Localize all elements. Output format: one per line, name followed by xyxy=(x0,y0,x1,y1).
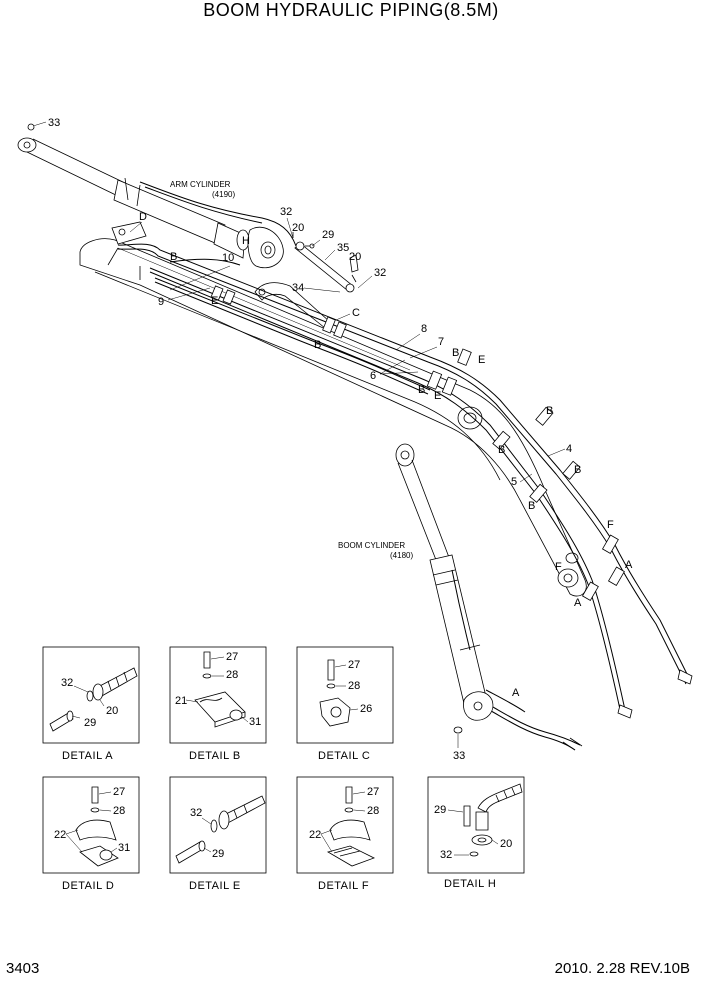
callout-20b: 20 xyxy=(349,251,361,263)
ref-B7: B xyxy=(574,464,581,476)
detail-d-part-22: 22 xyxy=(54,829,66,841)
detail-d-part-31: 31 xyxy=(118,842,130,854)
ref-E2: E xyxy=(478,354,485,366)
detail-a-part-20: 20 xyxy=(106,705,118,717)
arm-cylinder xyxy=(17,137,359,293)
callout-32b: 32 xyxy=(374,267,386,279)
detail-c-caption: DETAIL C xyxy=(318,750,370,762)
ref-E3: E xyxy=(434,390,441,402)
page-number: 3403 xyxy=(6,960,40,977)
ref-C: C xyxy=(352,307,360,319)
detail-a-part-32: 32 xyxy=(61,677,73,689)
detail-h-part-20: 20 xyxy=(500,838,512,850)
callout-7: 7 xyxy=(438,336,444,348)
page-title: BOOM HYDRAULIC PIPING(8.5M) xyxy=(203,0,499,20)
detail-e: 32 29 DETAIL E xyxy=(169,776,267,892)
ref-A2: A xyxy=(574,597,582,609)
ref-F1: F xyxy=(607,519,614,531)
detail-e-part-32: 32 xyxy=(190,807,202,819)
callout-35: 35 xyxy=(337,242,349,254)
callout-5: 5 xyxy=(511,476,517,488)
ref-B5: B xyxy=(546,405,553,417)
detail-b: 27 28 21 31 DETAIL B xyxy=(169,646,267,762)
callout-10: 10 xyxy=(222,252,234,264)
ref-F2: F xyxy=(555,561,562,573)
callout-34: 34 xyxy=(292,282,304,294)
detail-h-caption: DETAIL H xyxy=(444,878,496,890)
callout-29: 29 xyxy=(322,229,334,241)
boom-cylinder-label: BOOM CYLINDER xyxy=(338,541,405,550)
detail-reference-letters: D H B E C B B E B E B B B B F F A A A xyxy=(129,211,633,699)
detail-e-caption: DETAIL E xyxy=(189,880,241,892)
detail-c-part-28: 28 xyxy=(348,680,360,692)
detail-c-part-27: 27 xyxy=(348,659,360,671)
clamps xyxy=(210,285,693,719)
detail-d-caption: DETAIL D xyxy=(62,880,114,892)
detail-b-caption: DETAIL B xyxy=(189,750,241,762)
detail-a-caption: DETAIL A xyxy=(62,750,113,762)
arm-cylinder-label: ARM CYLINDER xyxy=(170,180,231,189)
detail-a: 32 29 20 DETAIL A xyxy=(42,646,140,762)
boom-cylinder xyxy=(395,443,583,751)
detail-d: 27 28 22 31 DETAIL D xyxy=(42,776,140,892)
detail-b-part-28: 28 xyxy=(226,669,238,681)
ref-D: D xyxy=(139,211,147,223)
callout-9: 9 xyxy=(158,296,164,308)
ref-H: H xyxy=(242,235,250,247)
detail-f-caption: DETAIL F xyxy=(318,880,369,892)
detail-f-part-28: 28 xyxy=(367,805,379,817)
callout-6: 6 xyxy=(370,370,376,382)
main-callouts: 33 ARM CYLINDER (4190) 32 20 29 35 20 32… xyxy=(27,117,572,762)
callout-33-bottom: 33 xyxy=(453,750,465,762)
detail-h-part-29: 29 xyxy=(434,804,446,816)
detail-d-part-28: 28 xyxy=(113,805,125,817)
detail-f: 27 28 22 DETAIL F xyxy=(296,776,394,892)
ref-B6: B xyxy=(498,444,505,456)
detail-b-part-31: 31 xyxy=(249,716,261,728)
detail-d-part-27: 27 xyxy=(113,786,125,798)
ref-E1: E xyxy=(211,295,218,307)
ref-B8: B xyxy=(528,500,535,512)
revision-date: 2010. 2.28 REV.10B xyxy=(554,960,690,977)
callout-8: 8 xyxy=(421,323,427,335)
ref-B3: B xyxy=(452,347,459,359)
detail-c-part-26: 26 xyxy=(360,703,372,715)
ref-A3: A xyxy=(512,687,520,699)
detail-a-part-29: 29 xyxy=(84,717,96,729)
callout-4: 4 xyxy=(566,443,572,455)
callout-32a: 32 xyxy=(280,206,292,218)
detail-e-part-29: 29 xyxy=(212,848,224,860)
boom-cylinder-number: (4180) xyxy=(390,551,413,560)
detail-c: 27 28 26 DETAIL C xyxy=(296,646,394,762)
ref-A1: A xyxy=(625,559,633,571)
detail-b-part-27: 27 xyxy=(226,651,238,663)
detail-f-part-22: 22 xyxy=(309,829,321,841)
ref-B4: B xyxy=(418,384,425,396)
hydraulic-lines xyxy=(117,243,691,751)
detail-h: 29 20 32 DETAIL H xyxy=(427,776,525,890)
detail-b-part-21: 21 xyxy=(175,695,187,707)
boom-structure xyxy=(79,221,587,597)
callout-33-top: 33 xyxy=(48,117,60,129)
ref-B1: B xyxy=(170,251,177,263)
ref-B2: B xyxy=(314,339,321,351)
detail-f-part-27: 27 xyxy=(367,786,379,798)
detail-h-part-32: 32 xyxy=(440,849,452,861)
callout-20a: 20 xyxy=(292,222,304,234)
arm-cylinder-number: (4190) xyxy=(212,190,235,199)
